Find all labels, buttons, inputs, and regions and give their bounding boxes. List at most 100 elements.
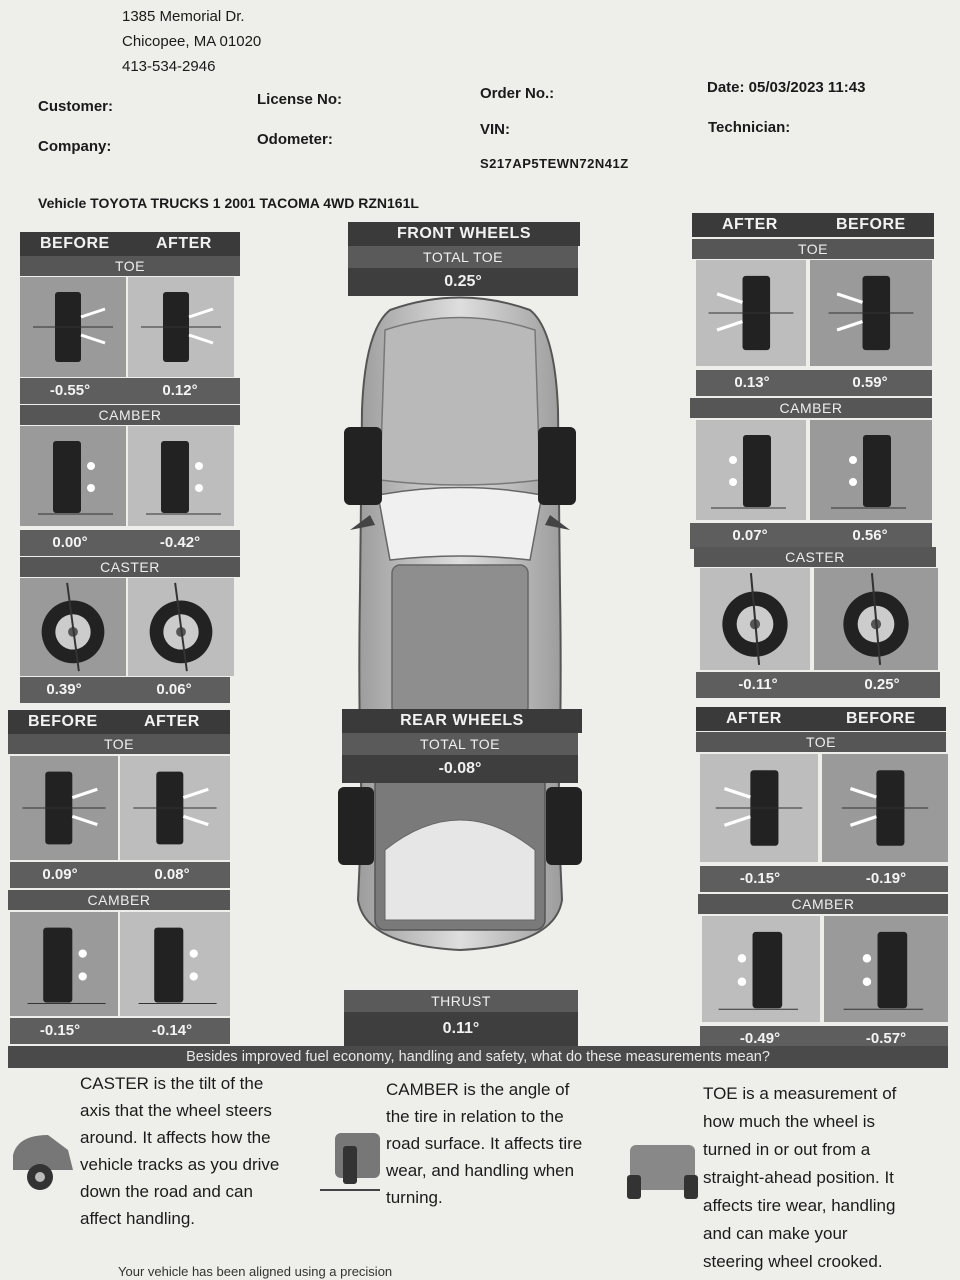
rear-left-camber-before: -0.15° <box>39 1022 81 1039</box>
rear-wheels-header: REAR WHEELS <box>342 709 582 733</box>
front-right-caster-title: CASTER <box>694 547 936 567</box>
toe-line: TOE is a measurement of <box>703 1084 897 1103</box>
front-right-toe-values: 0.13° 0.59° <box>696 370 932 396</box>
rear-right-camber-after: -0.49° <box>739 1030 781 1047</box>
thrust-label: THRUST <box>344 990 578 1012</box>
toe-wheel-diagram <box>696 260 806 366</box>
caster-wheel-diagram <box>700 568 810 670</box>
before-label: BEFORE <box>40 235 110 252</box>
camber-wheel-diagram <box>702 916 820 1022</box>
rear-right-toe-before: -0.19° <box>865 870 907 887</box>
rear-left-toe-before: 0.09° <box>42 866 78 883</box>
caster-line: CASTER is the tilt of the <box>80 1074 264 1093</box>
after-label: AFTER <box>156 235 212 252</box>
rear-left-camber-values: -0.15° -0.14° <box>10 1018 230 1044</box>
license-label: License No: <box>257 91 343 108</box>
caster-line: affect handling. <box>80 1209 195 1228</box>
camber-explanation: CAMBER is the angle of the tire in relat… <box>386 1076 646 1211</box>
rear-right-camber-title: CAMBER <box>698 894 948 914</box>
before-label: BEFORE <box>846 710 916 727</box>
rear-right-camber-before: -0.57° <box>865 1030 907 1047</box>
rear-right-header: AFTER BEFORE <box>696 707 946 731</box>
camber-line: wear, and handling when <box>386 1161 575 1180</box>
toe-wheel-diagram <box>10 756 118 860</box>
camber-wheel-diagram <box>824 916 948 1022</box>
toe-explanation: TOE is a measurement of how much the whe… <box>703 1080 953 1276</box>
front-right-caster-after: -0.11° <box>738 676 778 693</box>
front-left-toe-after: 0.12° <box>162 382 198 399</box>
caster-line: down the road and can <box>80 1182 253 1201</box>
after-label: AFTER <box>726 710 782 727</box>
shop-city: Chicopee, MA 01020 <box>122 33 262 50</box>
after-label: AFTER <box>722 216 778 233</box>
caster-line: axis that the wheel steers <box>80 1101 272 1120</box>
front-left-caster-after: 0.06° <box>156 681 192 698</box>
front-total-toe-label: TOTAL TOE <box>348 246 578 268</box>
caster-wheel-diagram <box>20 578 126 676</box>
toe-line: affects tire wear, handling <box>703 1196 896 1215</box>
footer-note: Your vehicle has been aligned using a pr… <box>118 1264 393 1279</box>
caster-wheel-diagram <box>128 578 234 676</box>
vehicle-description: Vehicle TOYOTA TRUCKS 1 2001 TACOMA 4WD … <box>38 195 419 211</box>
toe-wheel-diagram <box>120 756 230 860</box>
before-label: BEFORE <box>836 216 906 233</box>
shop-phone: 413-534-2946 <box>122 58 216 75</box>
front-right-toe-before: 0.59° <box>852 374 888 391</box>
front-total-toe-box: TOTAL TOE 0.25° <box>348 246 578 296</box>
front-right-camber-title: CAMBER <box>690 398 932 418</box>
rear-wheels-title: REAR WHEELS <box>400 712 524 729</box>
front-right-toe-after: 0.13° <box>734 374 770 391</box>
camber-wheel-diagram <box>20 426 126 526</box>
camber-wheel-diagram <box>10 912 118 1016</box>
rear-left-toe-values: 0.09° 0.08° <box>10 862 230 888</box>
rear-right-toe-values: -0.15° -0.19° <box>700 866 948 892</box>
shop-street: 1385 Memorial Dr. <box>122 8 245 25</box>
rear-left-camber-after: -0.14° <box>151 1022 193 1039</box>
camber-wheel-diagram <box>120 912 230 1016</box>
camber-car-icon <box>320 1133 380 1191</box>
rear-left-header: BEFORE AFTER <box>8 710 230 734</box>
front-wheels-title: FRONT WHEELS <box>397 225 531 242</box>
front-left-header: BEFORE AFTER <box>20 232 240 256</box>
rear-total-toe-value: -0.08° <box>438 760 482 777</box>
front-left-camber-values: 0.00° -0.42° <box>20 530 240 556</box>
toe-line: turned in or out from a <box>703 1140 871 1159</box>
front-total-toe-value: 0.25° <box>444 273 482 290</box>
vin-value: S217AP5TEWN72N41Z <box>480 156 629 171</box>
toe-wheel-diagram <box>810 260 932 366</box>
vin-label: VIN: <box>480 121 510 138</box>
camber-line: the tire in relation to the <box>386 1107 564 1126</box>
date-label: Date: 05/03/2023 11:43 <box>707 79 866 96</box>
toe-line: how much the wheel is <box>703 1112 875 1131</box>
caster-explanation: CASTER is the tilt of the axis that the … <box>80 1070 330 1232</box>
front-right-camber-before: 0.56° <box>852 527 888 544</box>
front-left-camber-after: -0.42° <box>159 534 201 551</box>
rear-total-toe-label: TOTAL TOE <box>342 733 578 755</box>
caster-car-icon <box>13 1135 73 1190</box>
toe-wheel-diagram <box>128 277 234 377</box>
caster-line: vehicle tracks as you drive <box>80 1155 280 1174</box>
toe-wheel-diagram <box>20 277 126 377</box>
front-left-camber-before: 0.00° <box>52 534 88 551</box>
front-left-caster-title: CASTER <box>20 557 240 577</box>
front-left-toe-before: -0.55° <box>49 382 91 399</box>
technician-label: Technician: <box>708 119 791 136</box>
front-wheels-header: FRONT WHEELS <box>348 222 580 246</box>
toe-line: steering wheel crooked. <box>703 1252 883 1271</box>
camber-line: road surface. It affects tire <box>386 1134 583 1153</box>
company-label: Company: <box>38 138 112 155</box>
rear-right-toe-title: TOE <box>696 732 946 752</box>
odometer-label: Odometer: <box>257 131 333 148</box>
vehicle-top-view <box>338 296 582 952</box>
caster-wheel-diagram <box>814 568 938 670</box>
rear-right-toe-after: -0.15° <box>739 870 781 887</box>
camber-wheel-diagram <box>128 426 234 526</box>
front-right-caster-values: -0.11° 0.25° <box>696 672 940 698</box>
explanation-question: Besides improved fuel economy, handling … <box>8 1046 948 1068</box>
rear-left-toe-title: TOE <box>8 734 230 754</box>
camber-line: turning. <box>386 1188 443 1207</box>
caster-line: around. It affects how the <box>80 1128 271 1147</box>
camber-line: CAMBER is the angle of <box>386 1080 570 1099</box>
rear-total-toe-box: TOTAL TOE -0.08° <box>342 733 578 783</box>
toe-car-icon <box>627 1145 698 1199</box>
